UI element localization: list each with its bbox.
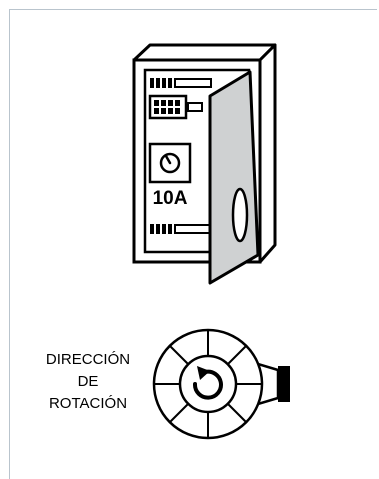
figure-frame	[9, 9, 377, 479]
rotation-arrow-icon	[192, 369, 223, 400]
knob-end-cap	[278, 366, 290, 402]
rotation-legend-line3: ROTACIÓN	[49, 395, 127, 412]
door-handle	[231, 187, 249, 243]
dip-switch-block	[148, 94, 203, 120]
breaker-strip-top	[150, 78, 212, 88]
rotary-knob	[152, 328, 290, 440]
rotation-legend-line1: DIRECCIÓN	[46, 351, 130, 368]
diagram-canvas: 10A DIRECCIÓN DE ROTACIÓN	[46, 43, 290, 440]
knob-segments	[154, 330, 262, 438]
rotary-dial-box	[148, 142, 192, 184]
breaker-strip-bottom	[150, 224, 212, 234]
amperage-label: 10A	[153, 188, 188, 209]
knob-inner-hub	[178, 354, 238, 414]
rotation-legend-line2: DE	[78, 373, 99, 390]
panel-side-face	[258, 43, 277, 264]
panel-top-face	[132, 43, 277, 62]
rotation-arrowhead	[197, 366, 210, 380]
panel-door	[208, 70, 260, 285]
rotation-legend: DIRECCIÓN DE ROTACIÓN	[46, 351, 130, 412]
electrical-panel: 10A	[132, 43, 277, 285]
